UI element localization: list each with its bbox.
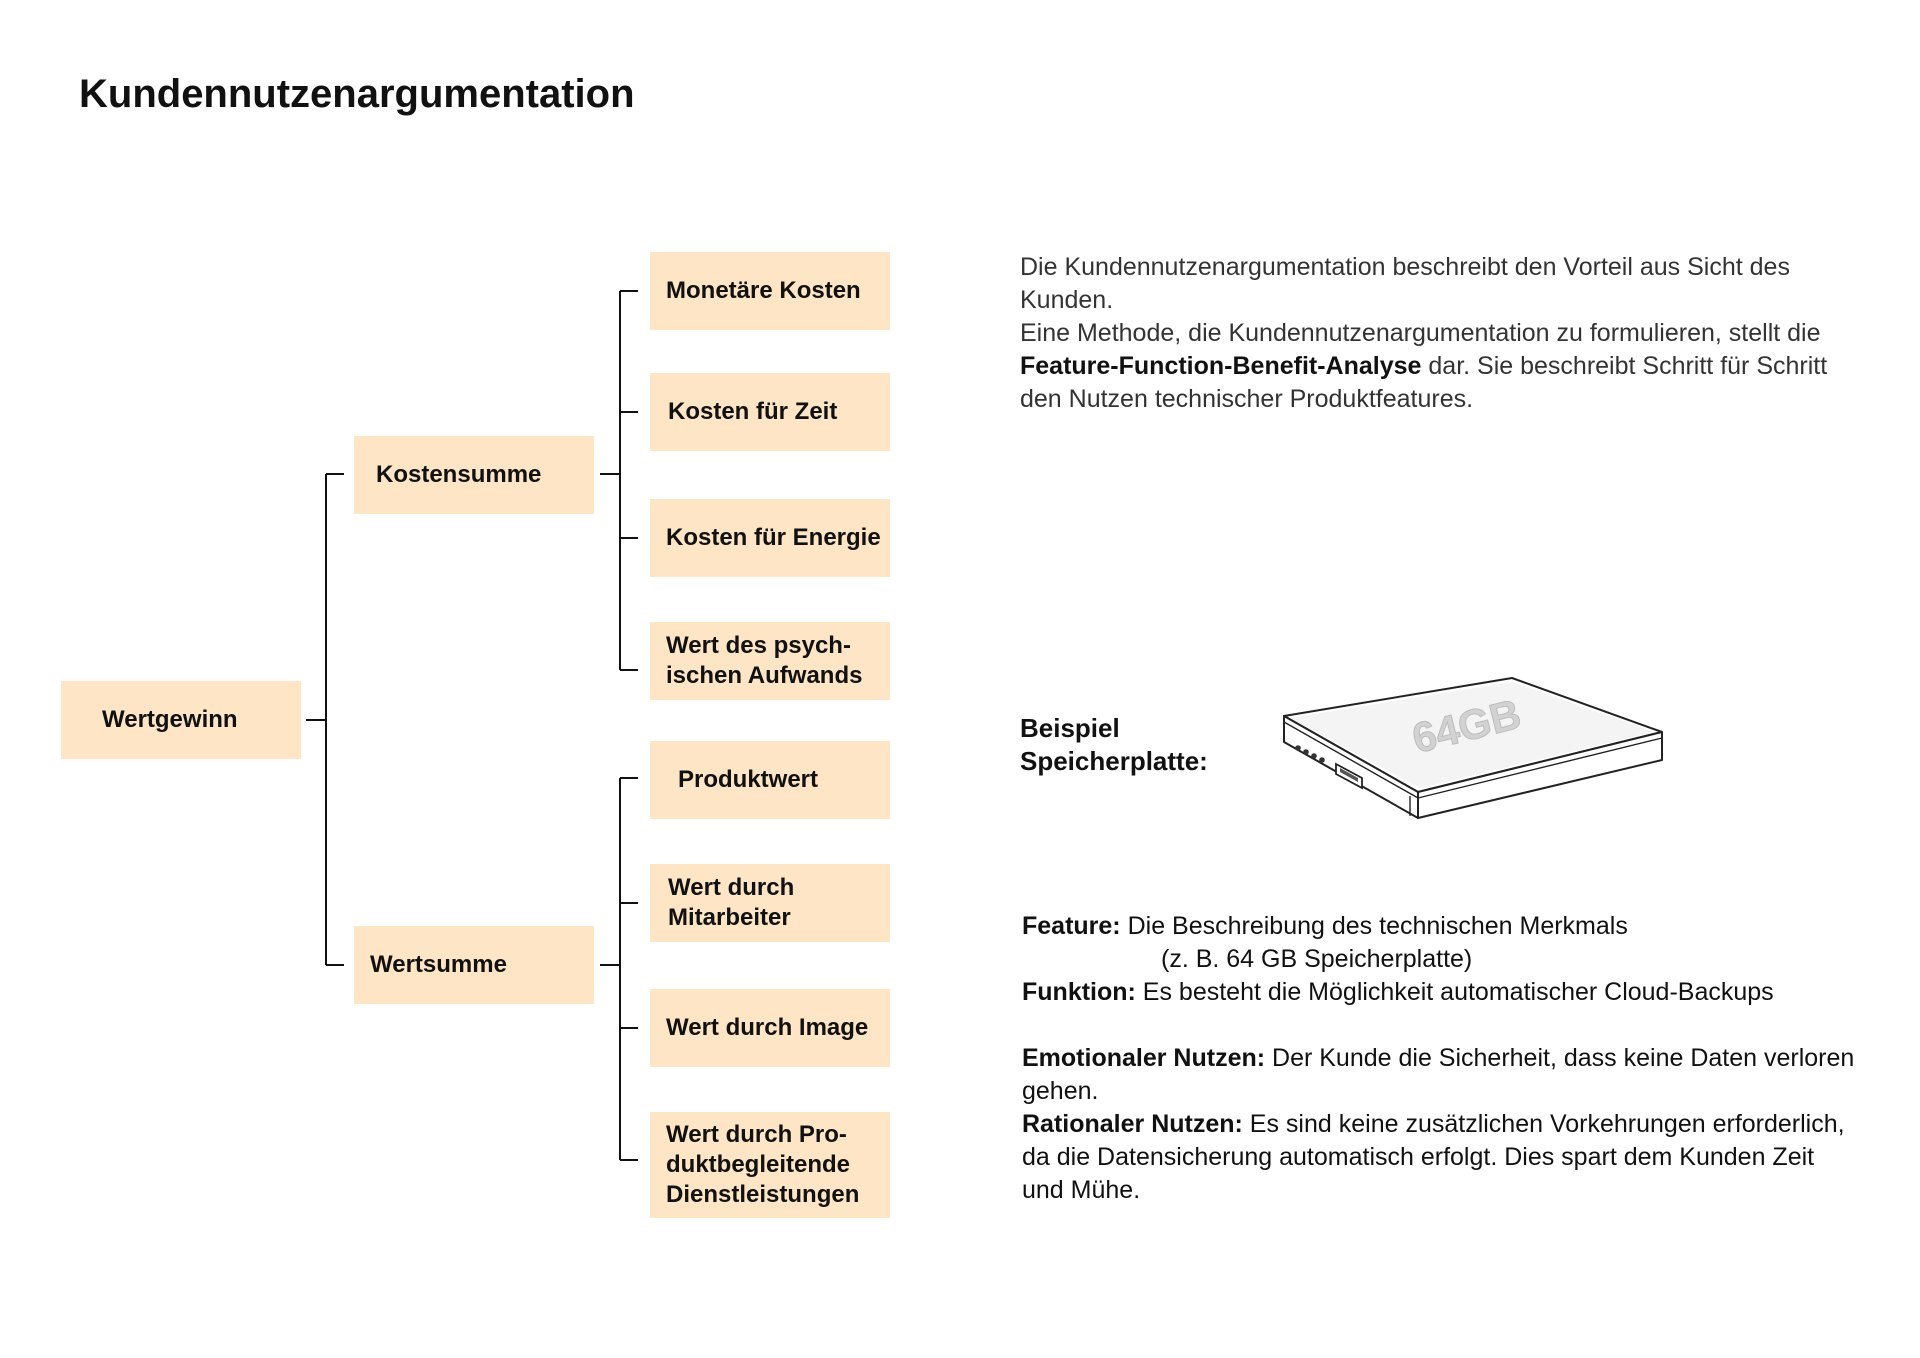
tree-leaf-label: Kosten für Zeit — [668, 398, 838, 425]
example-label: Beispiel Speicherplatte: — [1020, 713, 1208, 776]
rational-line: Rationaler Nutzen: Es sind keine zusätzl… — [1022, 1108, 1862, 1207]
function-label: Funktion: — [1022, 978, 1136, 1006]
hard-drive-icon: 64GB — [1283, 677, 1663, 819]
function-text: Es besteht die Möglichkeit automatischer… — [1135, 978, 1774, 1006]
intro-text-2: Eine Methode, die Kundennutzenargumentat… — [1020, 319, 1821, 347]
tree-leaf-box: Wert durch Image — [650, 989, 890, 1067]
tree-leaf-box: Kosten für Energie — [650, 499, 890, 577]
rational-label: Rationaler Nutzen: — [1022, 1110, 1243, 1138]
tree-group-label: Wertsumme — [370, 951, 507, 978]
tree-leaf-label: Wert durch Mitarbeiter — [668, 874, 795, 931]
feature-line: Feature: Die Beschreibung des technische… — [1022, 910, 1862, 943]
intro-text-1: Die Kundennutzenargumentation beschreibt… — [1020, 253, 1790, 314]
rational-text: Es sind keine zusätzlichen Vorkehrungen … — [1022, 1110, 1845, 1204]
intro-paragraph: Die Kundennutzenargumentation beschreibt… — [1020, 251, 1860, 416]
tree-root-box: Wertgewinn — [61, 681, 301, 759]
tree-leaf-label: Wert durch Image — [666, 1014, 869, 1041]
tree-leaf-label: Kosten für Energie — [666, 524, 881, 551]
feature-text: Die Beschreibung des technischen Merkmal… — [1120, 912, 1628, 940]
tree-group-box-value: Wertsumme — [354, 926, 594, 1004]
function-line: Funktion: Es besteht die Möglichkeit aut… — [1022, 976, 1862, 1009]
tree-leaf-box: Wert durch Pro- duktbegleitende Dienstle… — [650, 1112, 890, 1218]
details-section: Feature: Die Beschreibung des technische… — [1022, 910, 1862, 1207]
emotional-line: Emotionaler Nutzen: Der Kunde die Sicher… — [1022, 1042, 1862, 1108]
tree-leaf-label: Wert durch Pro- duktbegleitende Dienstle… — [666, 1121, 860, 1208]
tree-group-label: Kostensumme — [376, 461, 542, 488]
tree-group-box-cost: Kostensumme — [354, 436, 594, 514]
tree-leaf-box: Wert durch Mitarbeiter — [650, 864, 890, 942]
tree-leaf-box: Monetäre Kosten — [650, 252, 890, 330]
tree-leaf-box: Kosten für Zeit — [650, 373, 890, 451]
intro-bold-term: Feature-Function-Benefit-Analyse — [1020, 352, 1422, 380]
tree-leaf-box: Produktwert — [650, 741, 890, 819]
intro-text-3: dar. Sie beschreibt Schritt für Schritt … — [1020, 352, 1828, 413]
tree-root-label: Wertgewinn — [102, 706, 238, 733]
tree-leaf-label: Produktwert — [678, 766, 819, 793]
feature-label: Feature: — [1022, 912, 1121, 940]
feature-example: (z. B. 64 GB Speicherplatte) — [1161, 945, 1473, 973]
page-title: Kundennutzenargumentation — [79, 72, 635, 116]
tree-leaf-label: Wert des psych- ischen Aufwands — [666, 632, 863, 689]
spacer — [1022, 1009, 1862, 1042]
tree-leaf-label: Monetäre Kosten — [666, 277, 861, 304]
tree-leaf-box: Wert des psych- ischen Aufwands — [650, 622, 890, 700]
emotional-label: Emotionaler Nutzen: — [1022, 1044, 1266, 1072]
emotional-text: Der Kunde die Sicherheit, dass keine Dat… — [1022, 1044, 1855, 1105]
